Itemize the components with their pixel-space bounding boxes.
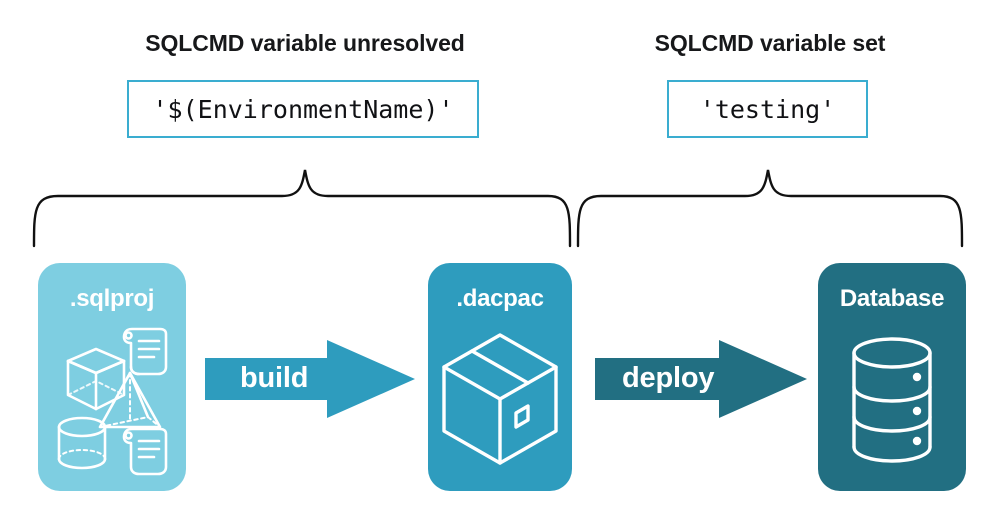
arrow-build-shape <box>205 340 415 418</box>
brace-connectors <box>32 169 964 248</box>
artifact-dacpac: .dacpac <box>428 263 572 491</box>
brace-right <box>576 169 964 248</box>
artifact-database-label: Database <box>839 285 945 312</box>
arrow-deploy <box>595 340 807 418</box>
artifact-dacpac-icon <box>428 321 572 485</box>
artifact-sqlproj-label: .sqlproj <box>69 285 155 312</box>
brace-left <box>32 169 572 248</box>
script-scroll-icon <box>122 327 168 376</box>
cube-icon <box>66 347 126 411</box>
cylinder-icon <box>57 416 107 470</box>
artifact-dacpac-label: .dacpac <box>456 285 544 312</box>
script-scroll-icon <box>122 427 168 476</box>
arrow-deploy-label: deploy <box>622 362 715 394</box>
heading-sqlcmd-variable-unresolved: SQLCMD variable unresolved <box>145 30 465 56</box>
arrow-build-label: build <box>240 362 309 394</box>
code-box-environment-name: '$(EnvironmentName)' <box>127 80 479 138</box>
artifact-sqlproj: .sqlproj <box>38 263 186 491</box>
arrow-build <box>205 340 415 418</box>
artifact-database: Database <box>818 263 966 491</box>
artifact-sqlproj-icons <box>38 321 186 485</box>
database-cylinder-icon <box>852 337 932 463</box>
package-box-icon <box>442 333 558 465</box>
heading-sqlcmd-variable-set: SQLCMD variable set <box>654 30 886 56</box>
code-box-testing: 'testing' <box>667 80 868 138</box>
artifact-database-icon <box>818 321 966 485</box>
pyramid-icon <box>98 371 162 429</box>
arrow-deploy-shape <box>595 340 807 418</box>
